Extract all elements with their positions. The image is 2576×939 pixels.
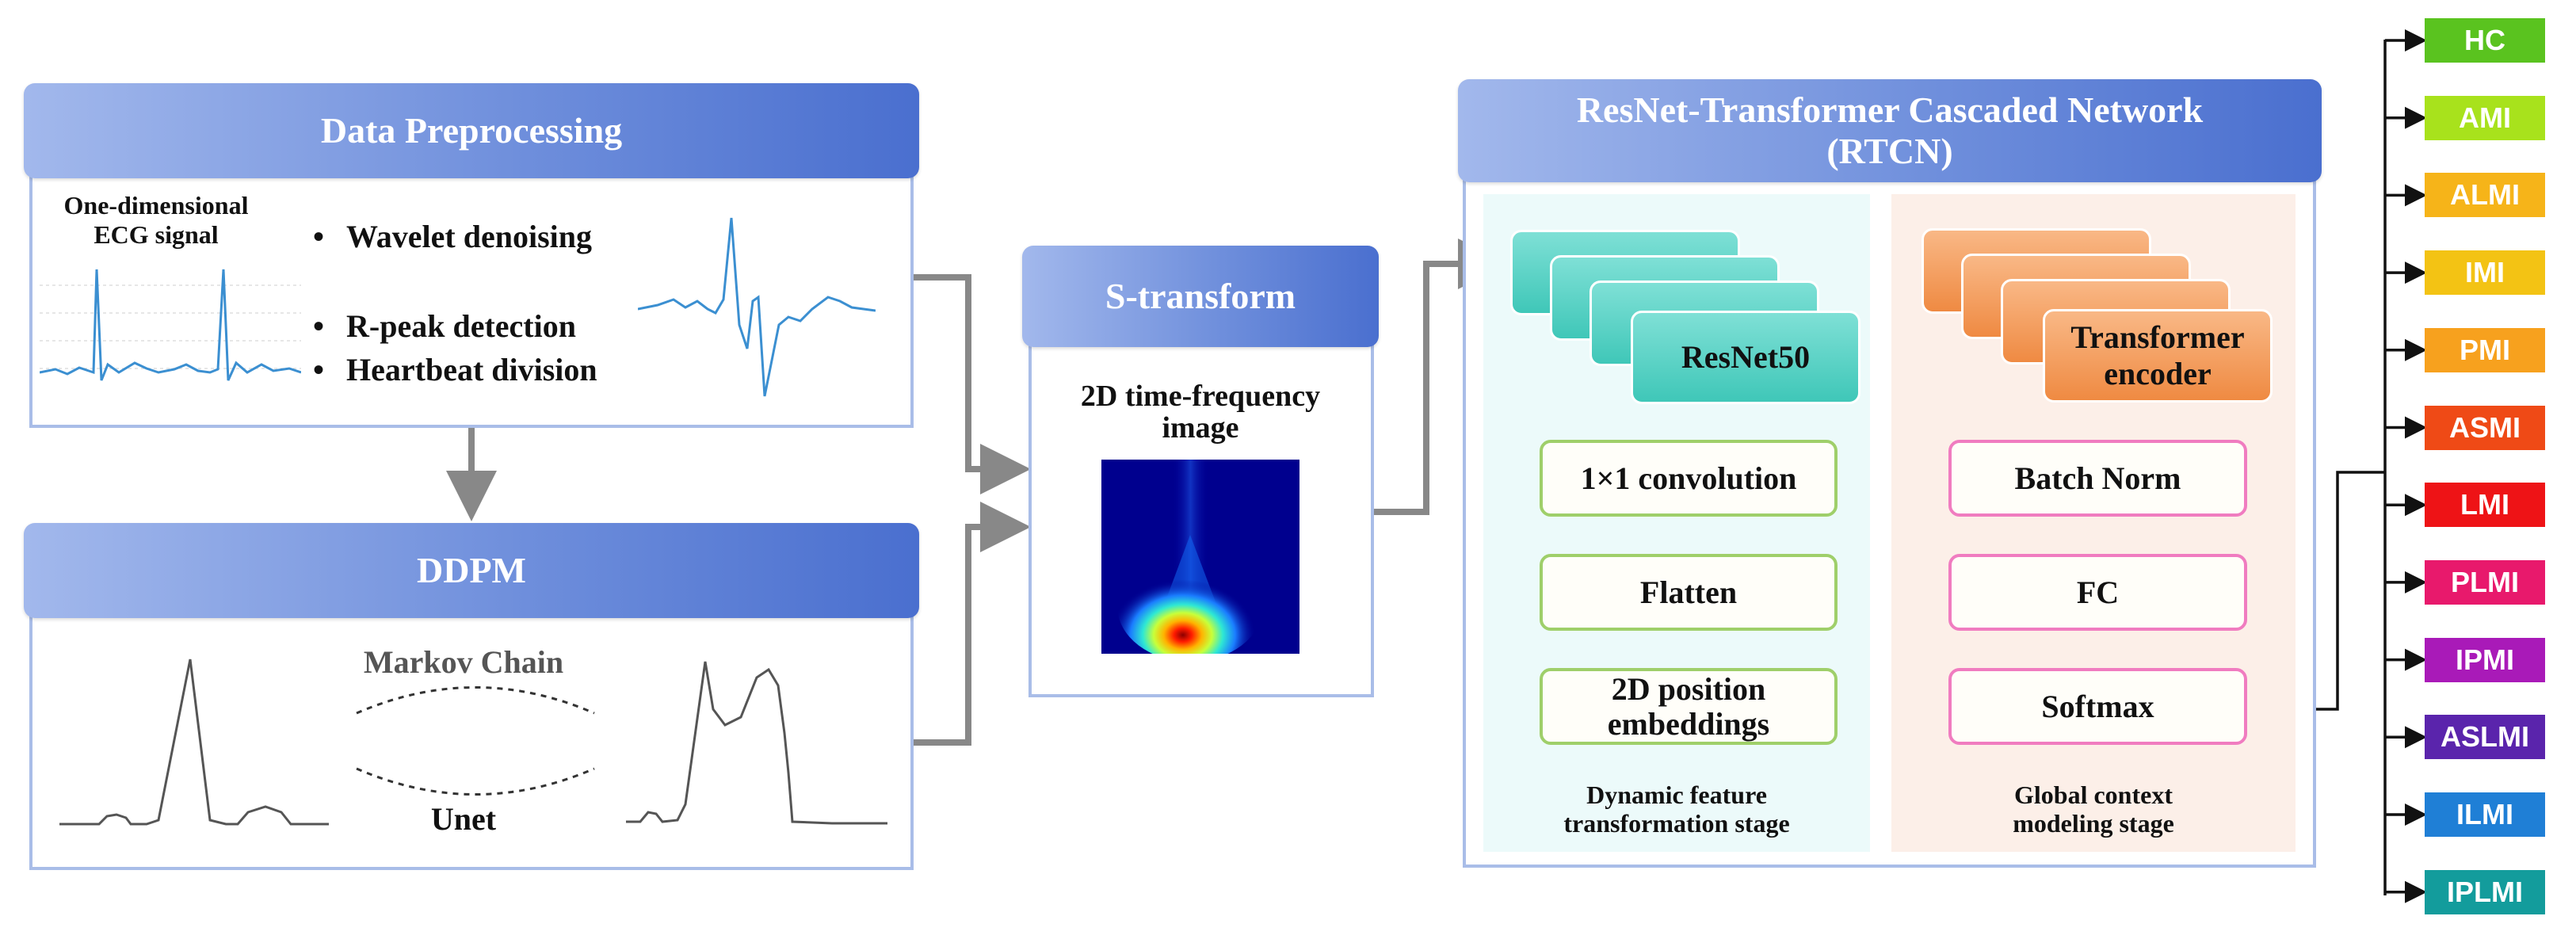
softmax-box: Softmax xyxy=(1948,668,2247,745)
flatten-box: Flatten xyxy=(1540,554,1838,631)
tf-image-label-line2: image xyxy=(1162,411,1239,445)
left-stage-caption-line2: transformation stage xyxy=(1563,809,1790,838)
class-label-aslmi: ASLMI xyxy=(2425,715,2545,760)
stransform-title: S-transform xyxy=(1022,246,1379,347)
class-label-asmi: ASMI xyxy=(2425,405,2545,450)
rtcn-title: ResNet-Transformer Cascaded Network (RTC… xyxy=(1458,79,2322,182)
left-stage-caption-line1: Dynamic feature xyxy=(1586,781,1767,809)
step-wavelet: •Wavelet denoising xyxy=(313,219,593,254)
right-stage-caption-line2: modeling stage xyxy=(2013,809,2174,838)
class-label-imi: IMI xyxy=(2425,250,2545,296)
class-label-almi: ALMI xyxy=(2425,173,2545,218)
class-label-ilmi: ILMI xyxy=(2425,792,2545,837)
right-stage-caption-line1: Global context xyxy=(2014,781,2173,809)
batch-norm-box: Batch Norm xyxy=(1948,440,2247,517)
arrow-ddpm-to-stransform xyxy=(914,502,1031,746)
class-label-lmi: LMI xyxy=(2425,483,2545,528)
class-label-ipmi: IPMI xyxy=(2425,637,2545,682)
arrow-preprocessing-to-stransform xyxy=(914,274,1031,494)
unet-label: Unet xyxy=(430,801,497,837)
raw-ecg-signal xyxy=(40,269,301,381)
step-rpeak-label: R-peak detection xyxy=(346,308,576,344)
ddpm-generated-waveform xyxy=(626,661,887,825)
time-frequency-image xyxy=(1101,460,1299,654)
preprocessing-title: Data Preprocessing xyxy=(24,83,919,178)
rtcn-title-line1: ResNet-Transformer Cascaded Network xyxy=(1576,90,2204,131)
transformer-card-line1: Transformer xyxy=(2070,319,2245,355)
class-label-hc: HC xyxy=(2425,18,2545,63)
fc-box: FC xyxy=(1948,554,2247,631)
signal-label-line2: ECG signal xyxy=(93,220,219,249)
class-label-ami: AMI xyxy=(2425,95,2545,140)
transformer-encoder-card: Transformer encoder xyxy=(2043,309,2273,403)
class-label-iplmi: IPLMI xyxy=(2425,869,2545,914)
denoised-heartbeat xyxy=(638,217,876,397)
markov-chain-label: Markov Chain xyxy=(363,644,564,680)
class-label-plmi: PLMI xyxy=(2425,559,2545,605)
step-wavelet-label: Wavelet denoising xyxy=(346,219,593,254)
signal-label-line1: One-dimensional xyxy=(63,191,249,219)
transformer-card-line2: encoder xyxy=(2104,356,2212,391)
diffusion-arcs xyxy=(356,686,595,796)
conv1x1-box: 1×1 convolution xyxy=(1540,440,1838,517)
resnet50-card: ResNet50 xyxy=(1631,311,1860,404)
step-rpeak: •R-peak detection xyxy=(313,308,576,344)
arrow-stransform-to-rtcn xyxy=(1374,239,1509,515)
class-arrows xyxy=(2385,29,2427,903)
ddpm-title: DDPM xyxy=(24,523,919,618)
position-embeddings-box: 2D position embeddings xyxy=(1540,668,1838,745)
tf-image-label-line1: 2D time-frequency xyxy=(1080,380,1321,413)
rtcn-title-line2: (RTCN) xyxy=(1826,131,1953,171)
class-label-pmi: PMI xyxy=(2425,327,2545,372)
step-heartbeat-label: Heartbeat division xyxy=(346,352,597,387)
ddpm-input-waveform xyxy=(59,658,329,826)
step-heartbeat: •Heartbeat division xyxy=(313,352,597,387)
